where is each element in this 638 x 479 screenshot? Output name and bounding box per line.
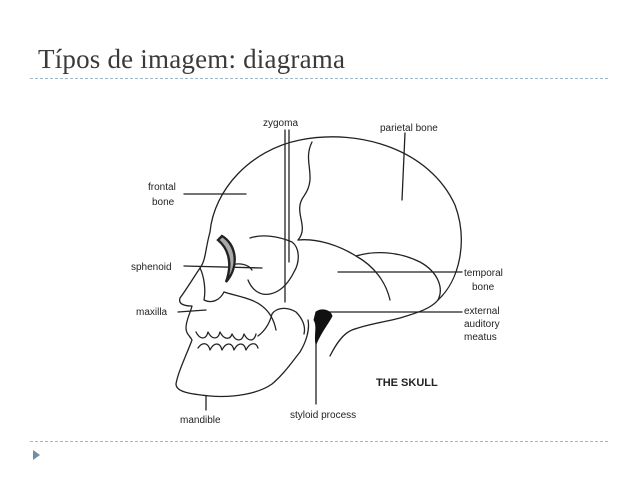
label-styloid-process: styloid process [290,410,356,421]
label-zygoma: zygoma [263,118,298,129]
caption-the-skull: THE SKULL [376,377,438,389]
squamosal-suture [298,240,390,300]
bullet-arrow-icon [33,450,40,460]
label-temporal-bone: bone [472,282,495,293]
label-maxilla: maxilla [136,307,168,318]
label-auditory: auditory [464,319,500,330]
label-frontal: frontal [148,182,176,193]
nasal-area [200,268,224,302]
maxilla-pointer [178,310,206,312]
coronal-suture [298,142,312,240]
parietal-pointer [402,133,405,200]
label-sphenoid: sphenoid [131,262,172,273]
auditory-meatus-mark [314,310,332,344]
label-mandible: mandible [180,415,221,426]
label-parietal-bone: parietal bone [380,123,438,134]
label-external: external [464,306,500,317]
label-meatus: meatus [464,332,497,343]
sphenoid-pointer [184,266,262,268]
lower-teeth [198,344,258,350]
lambdoid-suture [356,253,440,300]
zygomatic-arch [248,236,298,294]
label-temporal: temporal [464,268,503,279]
mandible-ramus [258,308,305,336]
upper-teeth [196,332,256,340]
footer-divider [30,441,608,442]
label-frontal-bone: bone [152,197,175,208]
sphenoid-highlight [218,236,235,282]
